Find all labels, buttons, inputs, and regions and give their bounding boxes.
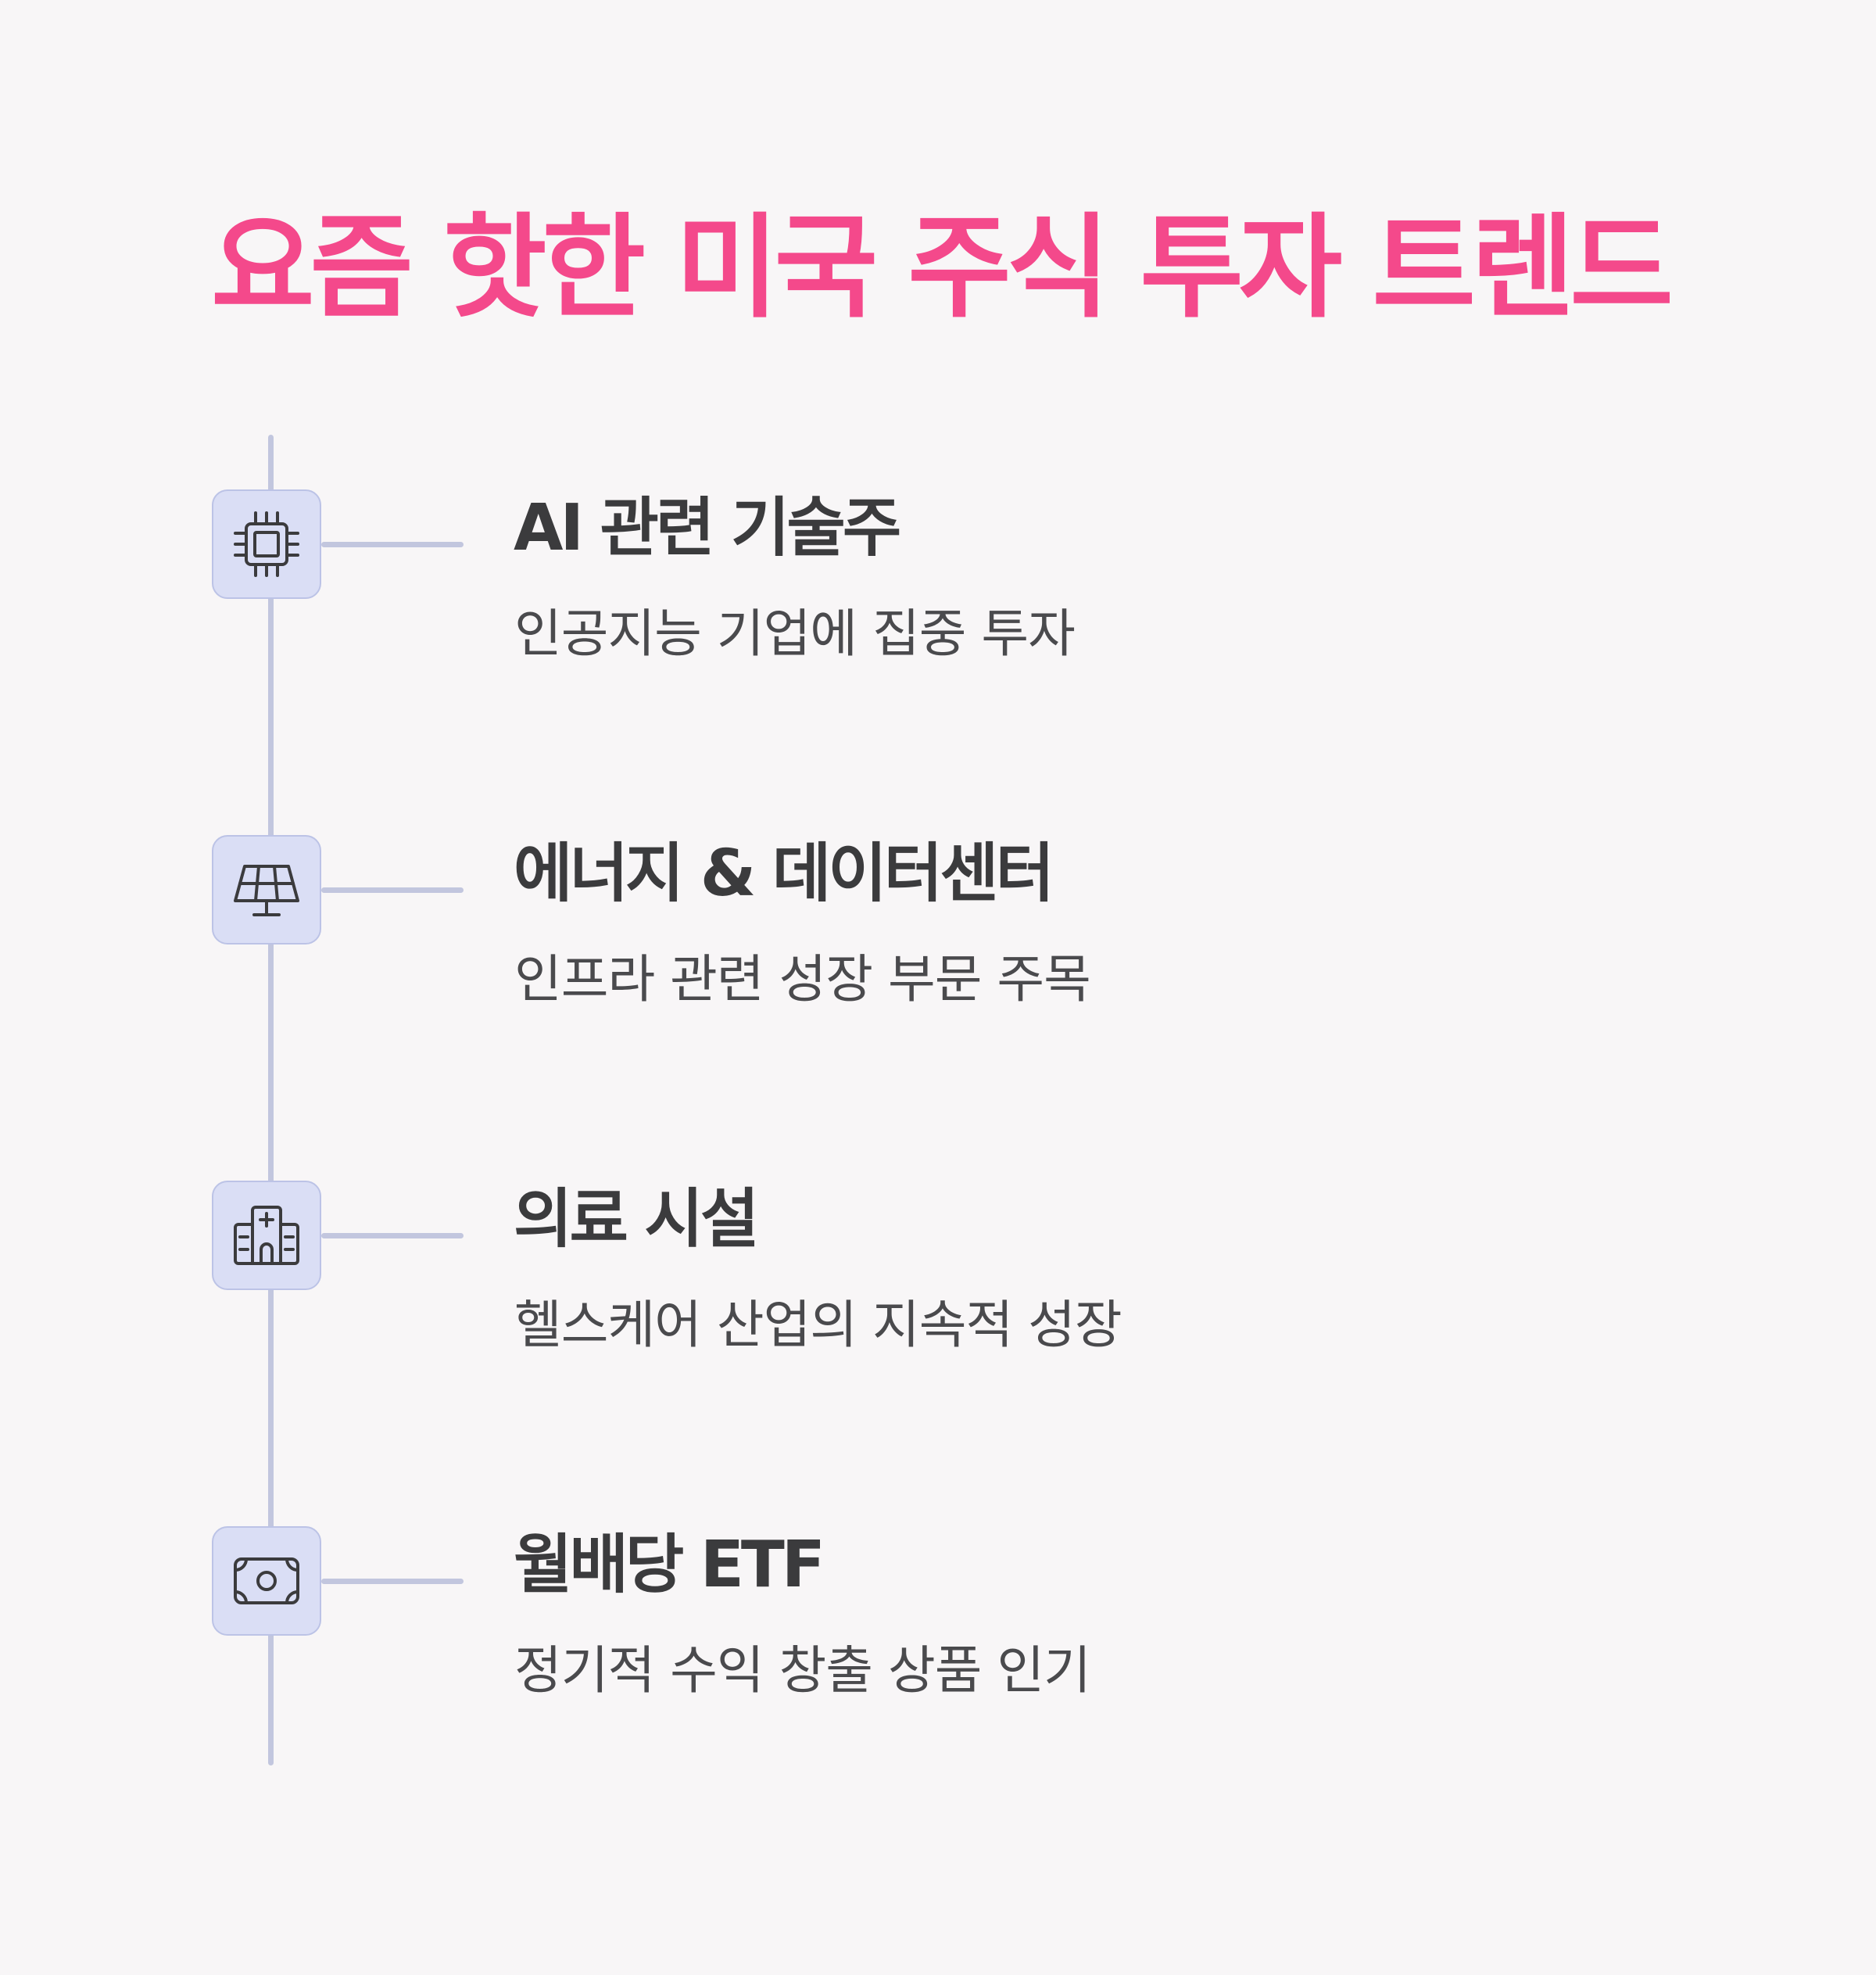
icon-box (212, 1526, 321, 1636)
connector-line (321, 542, 464, 547)
trend-item-ai: AI 관련 기술주 인공지능 기업에 집중 투자 (0, 489, 1876, 724)
icon-box (212, 489, 321, 599)
timeline-line (268, 435, 274, 1765)
trend-item-etf: 월배당 ETF 정기적 수익 창출 상품 인기 (0, 1526, 1876, 1761)
page-title: 요즘 핫한 미국 주식 투자 트렌드 (211, 202, 1674, 333)
item-description: 정기적 수익 창출 상품 인기 (514, 1640, 1091, 1701)
trend-item-energy: 에너지 & 데이터센터 인프라 관련 성장 부문 주목 (0, 835, 1876, 1070)
item-title: 의료 시설 (514, 1182, 759, 1256)
item-description: 인공지능 기업에 집중 투자 (514, 604, 1076, 664)
item-title: 에너지 & 데이터센터 (514, 837, 1054, 911)
item-description: 헬스케어 산업의 지속적 성장 (514, 1295, 1122, 1355)
item-title: 월배당 ETF (514, 1528, 825, 1602)
banknote-icon (234, 1557, 299, 1604)
trend-item-medical: 의료 시설 헬스케어 산업의 지속적 성장 (0, 1181, 1876, 1415)
connector-line (321, 887, 464, 893)
connector-line (321, 1579, 464, 1584)
cpu-chip-icon (234, 511, 299, 577)
item-description: 인프라 관련 성장 부문 주목 (514, 949, 1091, 1009)
icon-box (212, 1181, 321, 1290)
solar-panel-icon (234, 865, 299, 916)
item-title: AI 관련 기술주 (514, 491, 901, 565)
connector-line (321, 1233, 464, 1238)
hospital-icon (234, 1206, 299, 1265)
icon-box (212, 835, 321, 944)
